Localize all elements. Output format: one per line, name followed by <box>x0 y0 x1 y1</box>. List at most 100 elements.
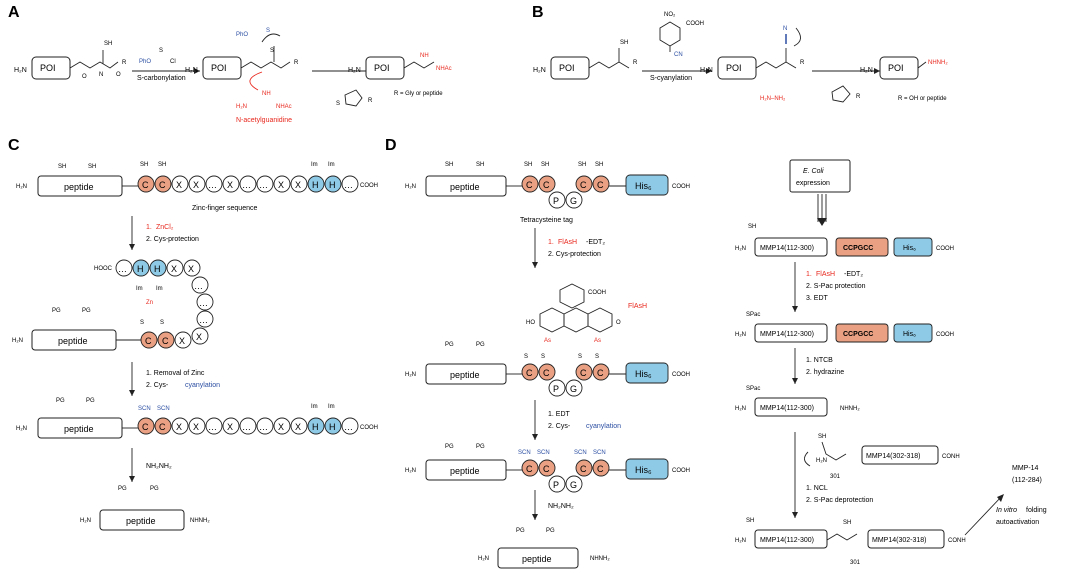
b-h2n-1: H₂N <box>533 67 546 74</box>
d-c2 <box>538 175 556 193</box>
b-n-top: N <box>783 26 787 32</box>
d-r-arrowhead-2 <box>792 378 798 384</box>
c-loop-x4-label: X <box>179 336 185 346</box>
a-guan-nhac: NHAc <box>276 104 292 110</box>
panel-a: H₂N POI O N SH O R PhO S Cl S-carbonylat… <box>14 28 452 124</box>
panel-label-d: D <box>385 137 397 154</box>
d-mmp1-2: MMP14(112-300) <box>760 331 814 338</box>
b-arrowhead-2 <box>874 68 880 74</box>
c-loop-d1-label: … <box>118 264 127 274</box>
c-scn-1: SCN <box>138 406 151 412</box>
d-h2n-4: H₂N <box>478 556 489 562</box>
c-h2n-3: H₂N <box>16 426 27 432</box>
c-pg-4a: PG <box>118 486 127 492</box>
c-loop-h1-label: H <box>137 264 144 274</box>
d-h2n-2: H₂N <box>405 372 416 378</box>
d-peptide-1: peptide <box>450 182 480 192</box>
c-pg-3b: PG <box>86 398 95 404</box>
d-as-2: As <box>594 338 601 344</box>
d-sh-c4: SH <box>595 162 603 168</box>
d-r3-g-label: G <box>570 480 577 490</box>
d-arrowhead-1 <box>532 262 538 268</box>
a-backbone-2 <box>240 61 291 69</box>
d-nh2nh2: NH₂NH₂ <box>548 503 574 510</box>
c-res-c2 <box>154 175 172 193</box>
d-his-1: His₆ <box>635 181 652 191</box>
c-loop-d1 <box>115 259 133 277</box>
d-flash-ring-l <box>539 307 565 333</box>
c-res-x5 <box>290 175 308 193</box>
c-h2n-2: H₂N <box>12 338 23 344</box>
d-fold-arrowhead <box>997 494 1004 502</box>
d-h2n-1: H₂N <box>405 184 416 190</box>
c-res-x3 <box>222 175 240 193</box>
d-step1-1b: FlAsH <box>558 239 577 246</box>
a-poi-1: POI <box>40 63 56 73</box>
d-r2-c4-label: C <box>597 368 604 378</box>
d-folding: folding <box>1026 507 1047 514</box>
c-r3-d2-label: … <box>242 422 251 432</box>
c-loop-x4 <box>174 331 192 349</box>
c-residues-1: C C X X … X … … X X H H … <box>137 175 359 193</box>
d-r-spac-2: SPac <box>746 386 760 392</box>
c-res-h1-label: H <box>312 180 319 190</box>
d-peptide-4: peptide <box>522 554 552 564</box>
c-r3-x4-label: X <box>278 422 284 432</box>
c-peptide-1: peptide <box>64 182 94 192</box>
d-c2-label: C <box>543 180 550 190</box>
c-r3-d1 <box>205 417 223 435</box>
d-r-arrowhead-3 <box>792 512 798 518</box>
a-o-2: O <box>116 72 121 78</box>
d-r-step3-1: 1. NCL <box>806 485 828 492</box>
d-tetracysteine: Tetracysteine tag <box>520 217 573 224</box>
c-res-x3-label: X <box>227 180 233 190</box>
b-poi-3: POI <box>888 63 904 73</box>
b-backbone-1 <box>588 61 630 69</box>
a-poi-3: POI <box>374 63 390 73</box>
c-res-c2-label: C <box>159 180 166 190</box>
panel-d-right: E. Coli expression SH H₂N MMP14(112-300)… <box>735 159 1047 566</box>
d-mmp1-box-3 <box>754 397 828 417</box>
c-zinc-finger: Zinc-finger sequence <box>192 205 257 212</box>
d-ccpgcc-box-2 <box>835 323 889 343</box>
d-pg-3b: PG <box>476 444 485 450</box>
c-loop-d3-label: … <box>199 298 208 308</box>
c-pg-3a: PG <box>56 398 65 404</box>
d-sh-1b: SH <box>476 162 484 168</box>
d-pg-4b: PG <box>546 528 555 534</box>
b-poi-2: POI <box>726 63 742 73</box>
d-r3-scn-2: SCN <box>537 450 550 456</box>
a-o-1: O <box>82 74 87 80</box>
d-step2-1: 1. EDT <box>548 411 571 418</box>
d-pg-2b: PG <box>476 342 485 348</box>
d-r3-p <box>548 475 566 493</box>
c-loop-s-1: S <box>140 320 144 326</box>
panel-label-c: C <box>8 137 20 154</box>
c-loop-h1 <box>132 259 150 277</box>
a-thz-r: R <box>368 98 373 104</box>
c-loop-x3-label: X <box>196 332 202 342</box>
c-scn-2: SCN <box>157 406 170 412</box>
d-invitro: In vitro <box>996 507 1017 514</box>
c-res-d1 <box>205 175 223 193</box>
c-r3-x2 <box>188 417 206 435</box>
d-mmp14b: (112-284) <box>1012 477 1042 484</box>
d-r2-s4: S <box>595 354 599 360</box>
c-pg-2b: PG <box>82 308 91 314</box>
a-curved-arrow-1 <box>261 33 281 43</box>
d-r-h2n-3: H₂N <box>735 406 746 412</box>
a-r-1: R <box>122 60 127 66</box>
d-r-arrowhead-1 <box>792 306 798 312</box>
d-r2-g <box>565 379 583 397</box>
c-r3-x3-label: X <box>227 422 233 432</box>
d-c3 <box>575 175 593 193</box>
c-r3-x2-label: X <box>193 422 199 432</box>
d-r-step1-1: 1. <box>806 271 812 278</box>
d-c3-label: C <box>580 180 587 190</box>
c-r3-d4-label: … <box>344 422 353 432</box>
c-r3-h2-label: H <box>329 422 336 432</box>
d-peptide-3: peptide <box>450 466 480 476</box>
c-res-h2 <box>324 175 342 193</box>
d-r-step1-1b: FlAsH <box>816 271 835 278</box>
c-sh-1a: SH <box>58 164 66 170</box>
